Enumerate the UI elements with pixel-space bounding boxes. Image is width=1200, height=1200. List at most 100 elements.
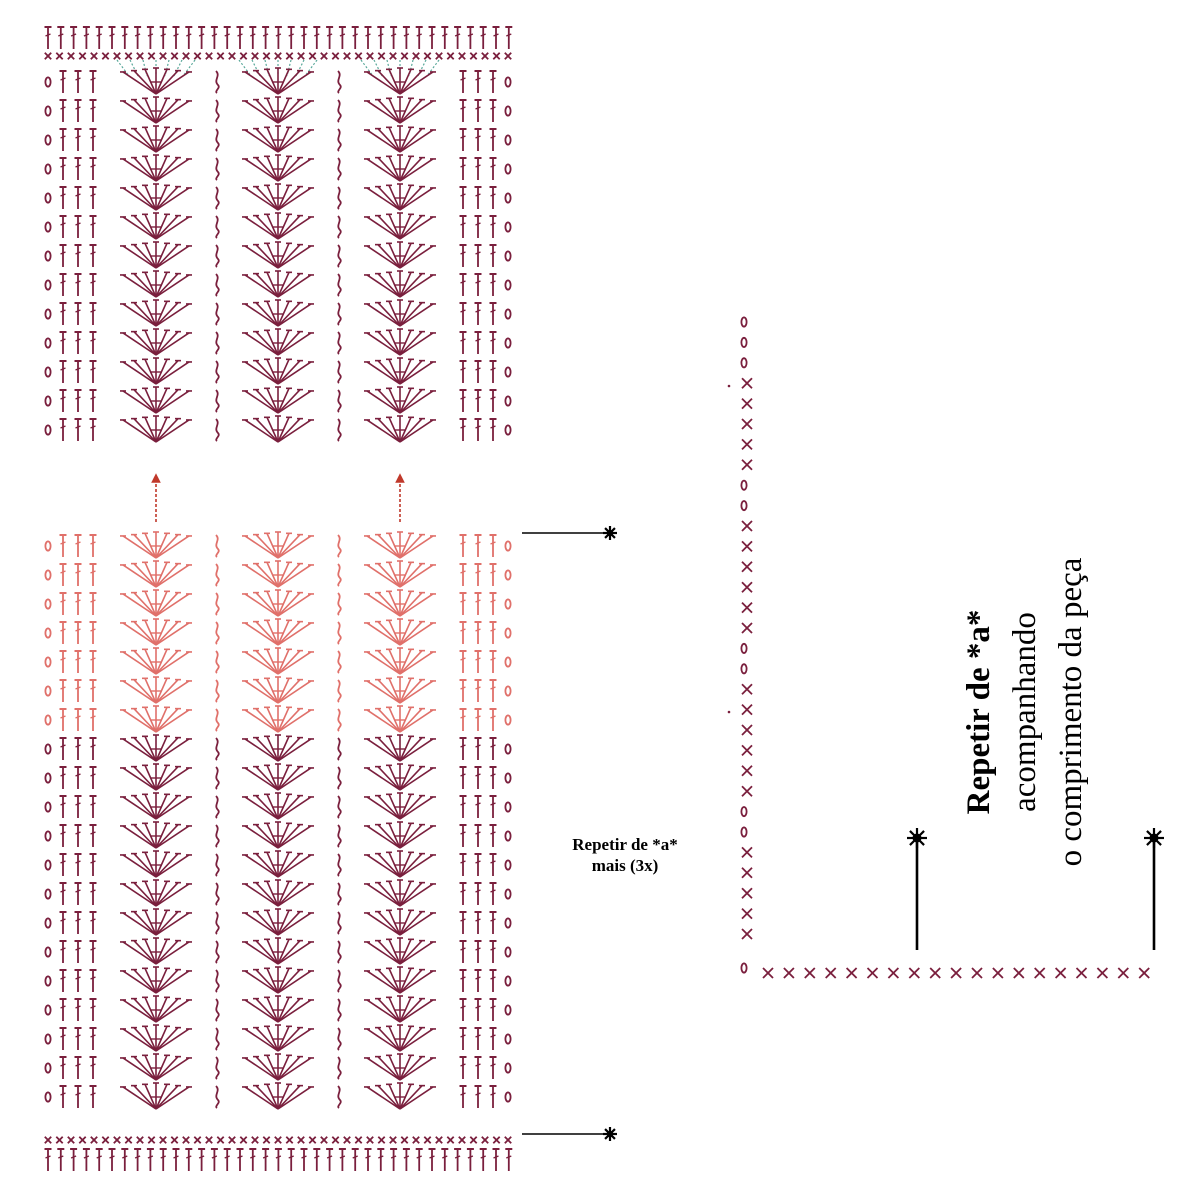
slip-stitch [727, 384, 731, 388]
single-crochet-stitch [216, 52, 225, 60]
chain-stitch [504, 308, 512, 320]
single-crochet-stitch [44, 52, 52, 60]
treble-stitch [351, 26, 359, 49]
single-crochet-stitch [55, 1136, 64, 1144]
single-crochet-stitch [205, 1136, 213, 1144]
treble-stitch [489, 882, 497, 905]
treble-stitch [59, 273, 67, 296]
treble-stitch [459, 824, 467, 847]
chain-stitch [44, 424, 52, 436]
single-crochet-stitch [308, 1136, 317, 1144]
treble-stitch [146, 26, 154, 49]
treble-stitch [89, 592, 97, 615]
treble-stitch [74, 215, 82, 238]
treble-stitch [459, 708, 467, 731]
treble-stitch [402, 26, 410, 49]
chain-stitch [504, 656, 512, 668]
treble-stitch [74, 708, 82, 731]
fan-stitch [364, 879, 436, 907]
single-crochet-stitch [741, 540, 753, 553]
chain-stitch [504, 685, 512, 697]
chain-stitch [44, 656, 52, 668]
single-crochet-stitch [78, 1136, 87, 1144]
fan-stitch [242, 589, 314, 617]
treble-stitch [489, 592, 497, 615]
single-crochet-stitch [423, 52, 432, 60]
single-crochet-stitch [285, 52, 294, 60]
chain-stitch [44, 366, 52, 378]
treble-stitch [59, 592, 67, 615]
single-crochet-stitch [504, 52, 512, 60]
post-stitch [337, 273, 342, 297]
chain-stitch [44, 859, 52, 871]
treble-stitch [89, 795, 97, 818]
treble-stitch [505, 1148, 513, 1171]
fan-stitch [364, 908, 436, 936]
fan-join-line [251, 59, 261, 77]
treble-stitch [74, 679, 82, 702]
single-crochet-stitch [1138, 967, 1150, 979]
fan-stitch [364, 850, 436, 878]
fan-stitch [242, 879, 314, 907]
asterisk-marker [1144, 828, 1164, 848]
treble-stitch [89, 853, 97, 876]
treble-stitch [74, 273, 82, 296]
treble-stitch [74, 1027, 82, 1050]
treble-stitch [489, 99, 497, 122]
single-crochet-stitch [124, 1136, 133, 1144]
treble-stitch [474, 621, 482, 644]
treble-stitch [474, 795, 482, 818]
single-crochet-stitch [1075, 967, 1088, 979]
fan-stitch [242, 125, 314, 153]
treble-stitch [459, 998, 467, 1021]
single-crochet-stitch [804, 967, 816, 979]
treble-stitch [489, 650, 497, 673]
single-crochet-stitch [741, 703, 753, 716]
single-crochet-stitch [354, 52, 363, 60]
treble-stitch [459, 766, 467, 789]
treble-stitch [441, 1148, 449, 1171]
fan-stitch [120, 415, 192, 443]
post-stitch [215, 418, 220, 442]
single-crochet-stitch [458, 52, 466, 60]
chain-stitch [44, 772, 52, 784]
fan-stitch [364, 241, 436, 269]
single-crochet-stitch [783, 967, 795, 979]
fan-stitch [242, 908, 314, 936]
fan-stitch [364, 96, 436, 124]
post-stitch [215, 998, 220, 1022]
treble-stitch [59, 737, 67, 760]
single-crochet-stitch [331, 1136, 340, 1144]
treble-stitch [459, 99, 467, 122]
treble-stitch [489, 795, 497, 818]
fan-stitch [242, 734, 314, 762]
fan-stitch [120, 270, 192, 298]
treble-stitch [466, 1148, 474, 1171]
treble-stitch [89, 1085, 97, 1108]
post-stitch [215, 679, 220, 703]
single-crochet-stitch [741, 683, 753, 695]
treble-stitch [74, 592, 82, 615]
treble-stitch [59, 824, 67, 847]
fan-stitch [242, 560, 314, 588]
treble-stitch [74, 70, 82, 93]
fan-stitch [364, 1082, 436, 1110]
fan-stitch [120, 357, 192, 385]
treble-stitch [459, 534, 467, 557]
treble-stitch [338, 26, 346, 49]
single-crochet-stitch [205, 52, 213, 60]
treble-stitch [59, 940, 67, 963]
treble-stitch [459, 1056, 467, 1079]
chain-stitch [504, 946, 512, 958]
chain-stitch [504, 830, 512, 842]
single-crochet-stitch [741, 581, 753, 593]
treble-stitch [59, 679, 67, 702]
treble-stitch [351, 1148, 359, 1171]
single-crochet-stitch [423, 1136, 432, 1144]
fan-stitch [120, 1082, 192, 1110]
treble-stitch [402, 1148, 410, 1171]
treble-stitch [489, 389, 497, 412]
treble-stitch [489, 621, 497, 644]
treble-stitch [57, 26, 65, 49]
single-crochet-stitch [908, 967, 920, 979]
